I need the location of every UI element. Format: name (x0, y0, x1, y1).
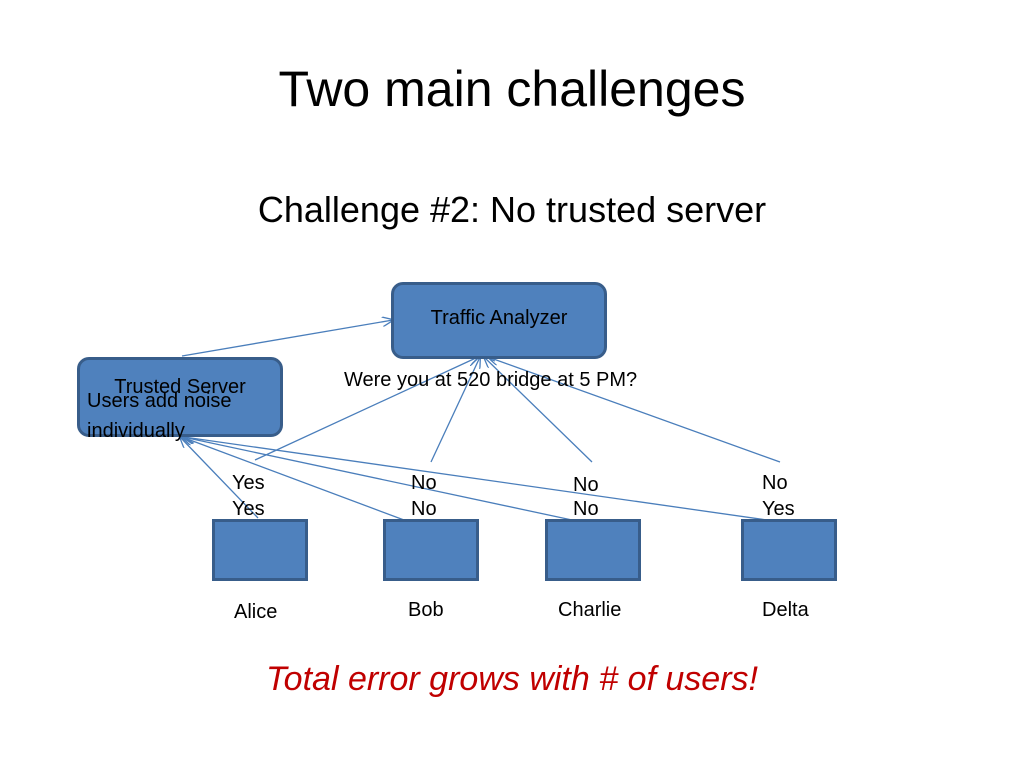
delta-answer-top: No (762, 472, 788, 494)
users-add-noise-note-line1: Users add noise (87, 390, 232, 412)
traffic-analyzer-label: Traffic Analyzer (430, 307, 568, 329)
bob-answer-bottom: No (411, 498, 437, 520)
arrow-server-to-analyzer (181, 320, 393, 357)
arrow-alice-to-analyzer (254, 357, 478, 461)
error-caption: Total error grows with # of users! (266, 660, 758, 698)
arrow-delta-to-server (184, 437, 768, 521)
bob-box (383, 519, 479, 581)
alice-answer-bottom: Yes (232, 498, 265, 520)
arrow-bob-to-analyzer (430, 357, 480, 463)
slide-subtitle: Challenge #2: No trusted server (257, 189, 767, 230)
trusted-server-box: Trusted Server (77, 357, 283, 437)
bob-answer-top: No (411, 472, 437, 494)
delta-answer-bottom: Yes (762, 498, 795, 520)
trusted-server-label: Trusted Server (114, 375, 246, 398)
alice-box (212, 519, 308, 581)
question-label: Were you at 520 bridge at 5 PM? (344, 369, 638, 391)
arrow-bob-to-server (182, 437, 405, 521)
alice-answer-top: Yes (232, 472, 265, 494)
charlie-answer-top: No (573, 474, 599, 496)
bob-label: Bob (408, 599, 444, 621)
charlie-answer-bottom: No (573, 498, 599, 520)
delta-box (741, 519, 837, 581)
slide-title: Two main challenges (278, 61, 746, 117)
charlie-box (545, 519, 641, 581)
charlie-label: Charlie (558, 599, 622, 621)
arrow-charlie-to-analyzer (484, 357, 593, 463)
users-add-noise-note-line2: individually (87, 420, 185, 442)
arrow-charlie-to-server (183, 437, 573, 521)
traffic-analyzer-box: Traffic Analyzer (391, 282, 607, 359)
arrow-delta-to-analyzer (488, 357, 781, 463)
delta-label: Delta (762, 599, 809, 621)
arrow-alice-to-server (180, 437, 259, 519)
alice-label: Alice (234, 601, 278, 623)
